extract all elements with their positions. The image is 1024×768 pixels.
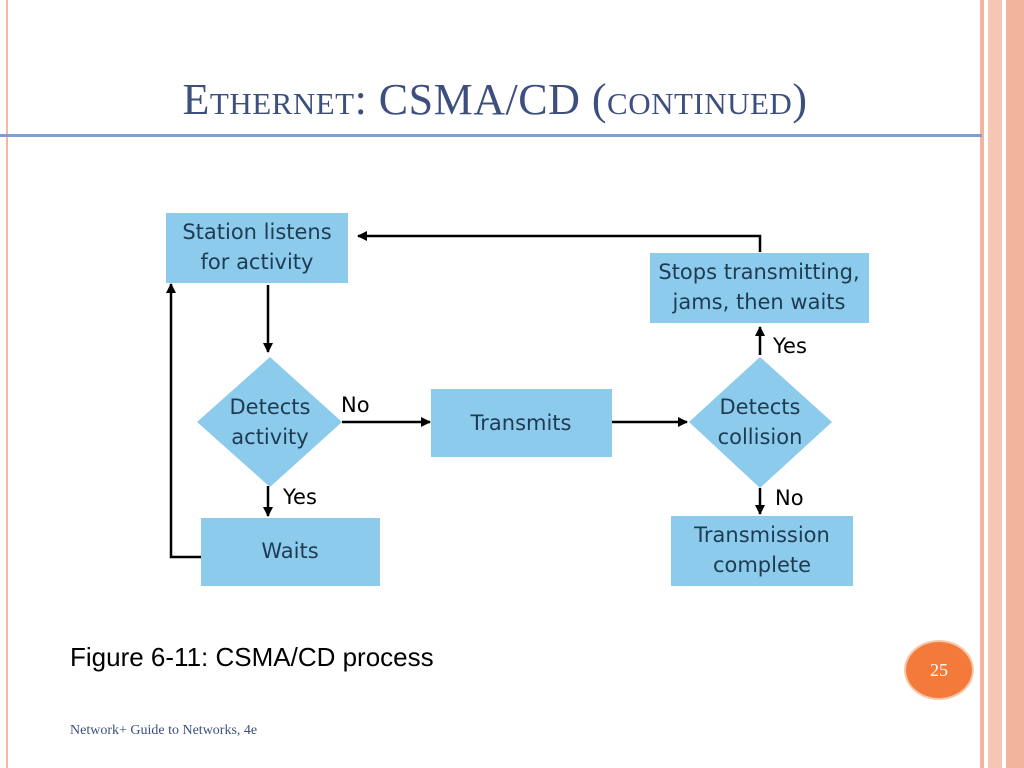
edge-label-collision-yes: Yes [772,334,807,358]
node-detects-collision-line-2: collision [718,425,803,449]
edge-stops-to-listens [357,231,762,252]
node-detects-activity-line-2: activity [231,425,308,449]
slide-title: Ethernet: CSMA/CD (continued) [182,75,808,124]
node-transmits-label: Transmits [470,411,572,435]
node-waits-label: Waits [261,539,318,563]
node-waits: Waits [201,518,380,586]
node-detects-activity: Detects activity [197,357,342,487]
slide-left-border [6,0,8,768]
slide-right-stripes [976,0,1024,768]
node-transmission-complete-line-1: Transmission [693,523,830,547]
edge-label-activity-yes: Yes [282,485,317,509]
node-detects-collision: Detects collision [689,357,832,488]
node-station-listens: Station listens for activity [166,213,348,283]
page-number-badge: 25 [904,640,974,700]
node-detects-collision-line-1: Detects [720,395,801,419]
figure-caption: Figure 6-11: CSMA/CD process [70,642,434,672]
node-detects-activity-line-1: Detects [230,395,311,419]
node-stops-transmitting-line-1: Stops transmitting, [658,260,859,284]
node-transmission-complete: Transmission complete [671,516,853,586]
node-transmission-complete-line-2: complete [713,553,811,577]
node-station-listens-line-2: for activity [201,250,314,274]
edge-label-activity-no: No [341,393,370,417]
slide-footer: Network+ Guide to Networks, 4e [70,723,258,738]
node-station-listens-line-1: Station listens [182,220,331,244]
node-stops-transmitting-line-2: jams, then waits [672,290,846,314]
edge-waits-to-listens [166,283,201,559]
edge-label-collision-no: No [775,486,804,510]
node-stops-transmitting: Stops transmitting, jams, then waits [650,253,869,323]
node-transmits: Transmits [431,389,612,457]
title-divider [0,134,982,137]
